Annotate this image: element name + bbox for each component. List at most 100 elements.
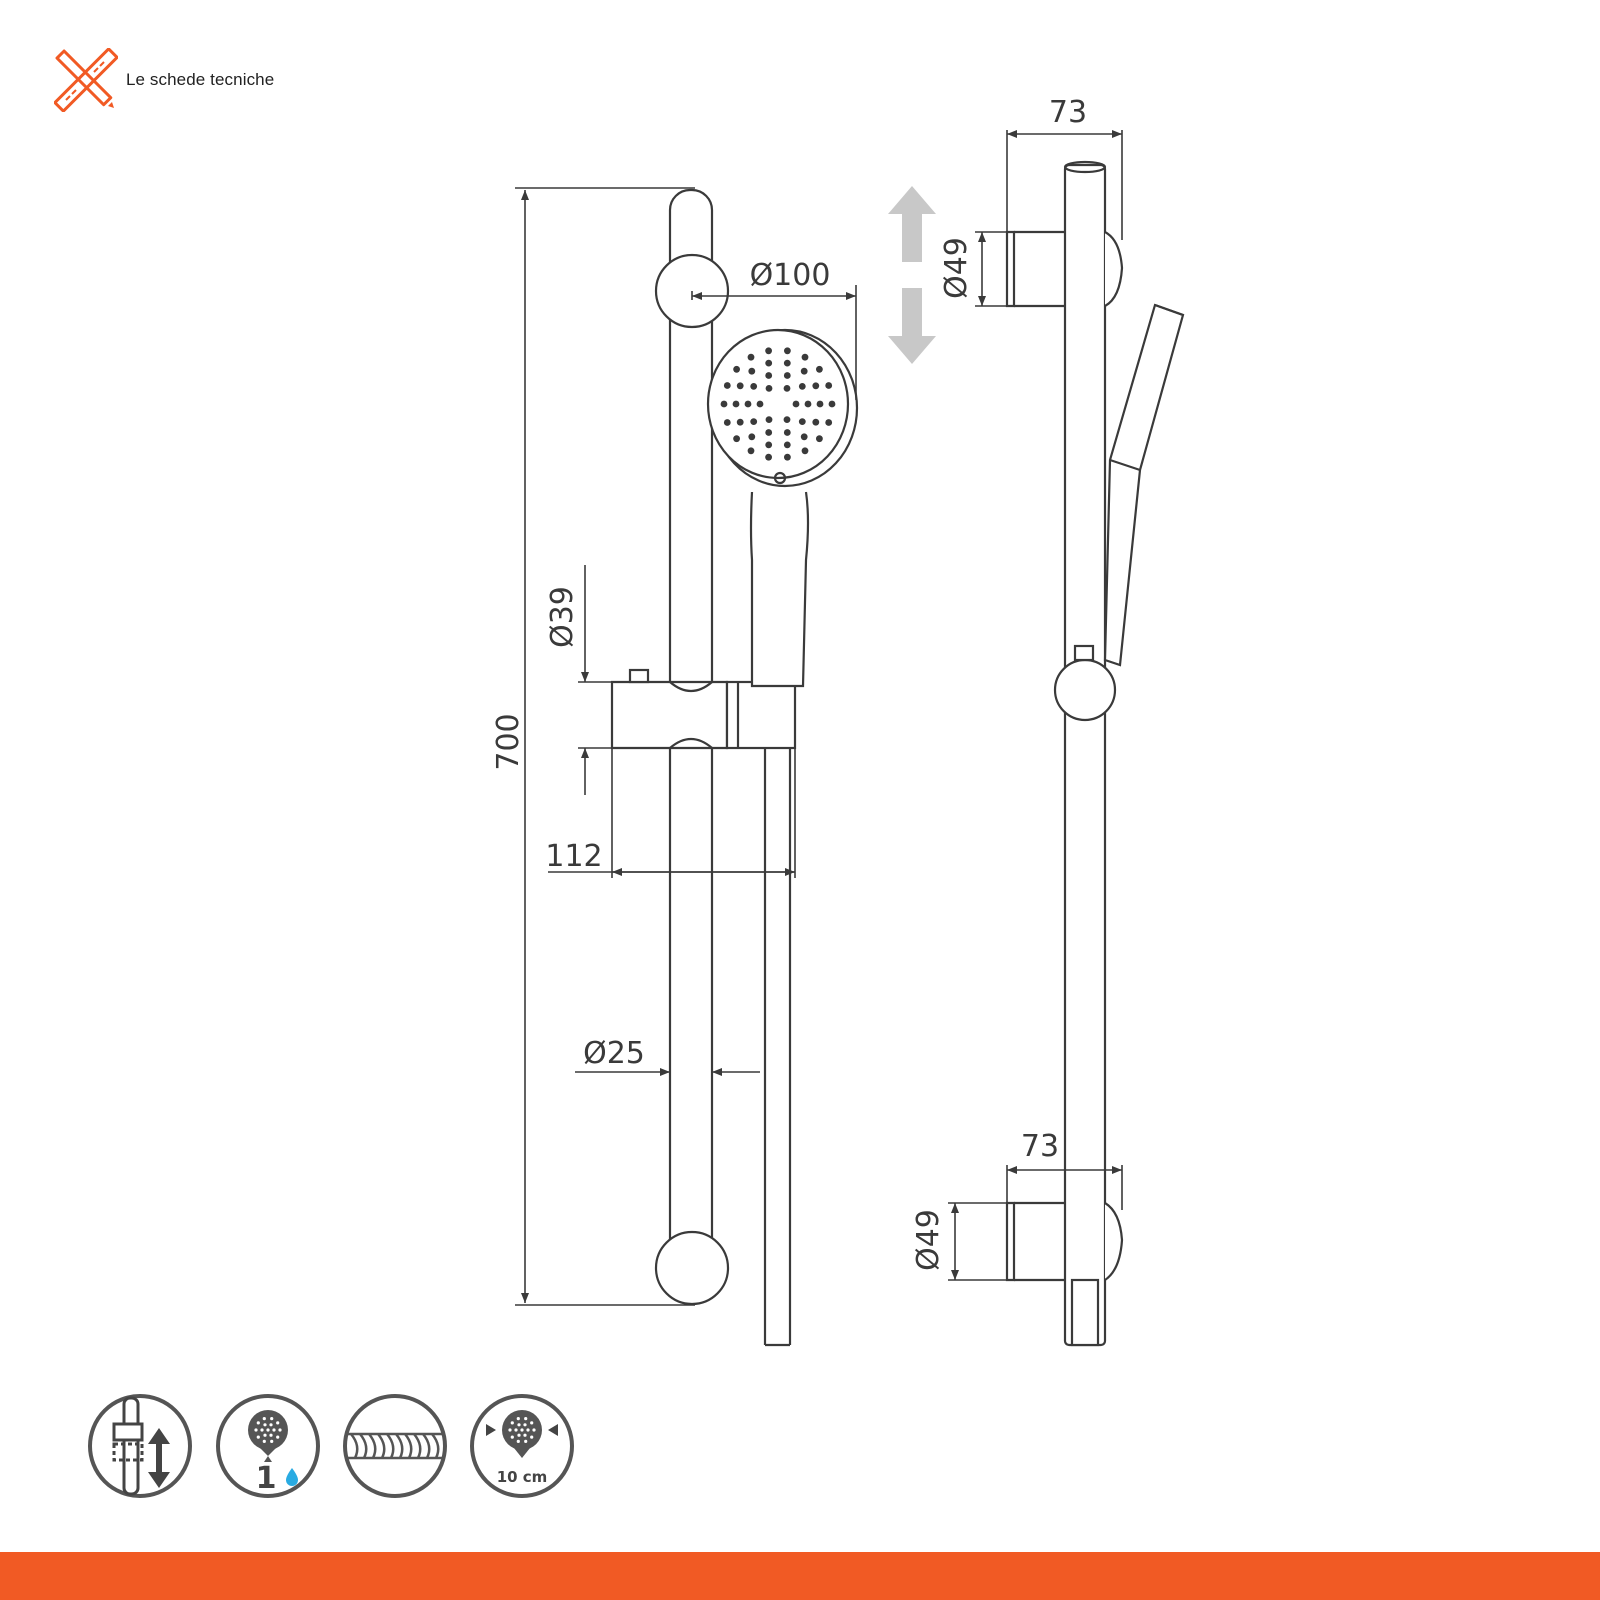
nozzle-dot: [736, 418, 744, 426]
dim-shower-head-diameter: Ø100: [750, 258, 831, 293]
nozzle-dot: [825, 419, 833, 426]
dim-top-bracket-diameter: Ø49: [939, 237, 974, 299]
nozzle-dot: [733, 435, 740, 443]
nozzle-dot: [732, 400, 740, 408]
nozzle-dot: [765, 372, 773, 379]
nozzle-dot: [783, 416, 791, 423]
nozzle-dot: [812, 382, 820, 390]
nozzle-dot: [765, 385, 773, 392]
hose-coil: [386, 1433, 395, 1459]
nozzle-dot: [784, 453, 791, 461]
icon-nozzle-dot: [530, 1435, 534, 1439]
hose-coil: [395, 1433, 404, 1459]
nozzle-dot: [765, 359, 773, 367]
nozzle-dot: [733, 365, 740, 373]
slider: [610, 680, 729, 750]
dim-bar-diameter: Ø25: [583, 1036, 645, 1071]
hose-coil: [404, 1433, 413, 1459]
icon-nozzle-dot: [270, 1439, 274, 1443]
icon-nozzle-dot: [510, 1421, 514, 1425]
icon-nozzle-dot: [530, 1421, 534, 1425]
icon-nozzle-dot: [523, 1423, 527, 1427]
hose-coil: [359, 1433, 368, 1459]
nozzle-dot: [736, 382, 744, 390]
nozzle-dot: [723, 419, 731, 426]
nozzle-dot: [792, 400, 800, 408]
nozzle-dot: [800, 433, 808, 441]
icon-nozzle-dot: [272, 1428, 276, 1432]
nozzle-dot: [800, 367, 808, 375]
icon-nozzle-dot: [263, 1423, 267, 1427]
icon-nozzle-dot: [262, 1417, 266, 1421]
icon-nozzle-dot: [508, 1428, 512, 1432]
adjustable-slider-icon: [88, 1394, 192, 1498]
single-spray-function-icon: 1: [216, 1394, 320, 1498]
icon-nozzle-dot: [269, 1423, 273, 1427]
hose-coil: [431, 1433, 440, 1459]
icon-nozzle-dot: [520, 1428, 524, 1432]
header: Le schede tecniche: [54, 48, 274, 112]
icon-nozzle-dot: [256, 1421, 260, 1425]
nozzle-dot: [765, 441, 773, 449]
nozzle-dot: [828, 400, 836, 408]
nozzle-dot: [783, 372, 791, 379]
nozzle-dot: [783, 359, 791, 367]
nozzle-dot: [747, 447, 755, 455]
side-top-bracket: [1005, 230, 1016, 308]
icon-nozzle-dot: [263, 1433, 267, 1437]
icon-nozzle-dot: [256, 1435, 260, 1439]
nozzle-dot: [747, 353, 755, 361]
dim-bottom-depth: 73: [1021, 1129, 1059, 1164]
icon-nozzle-dot: [526, 1428, 530, 1432]
hose-coil: [422, 1433, 431, 1459]
side-shower: [1103, 303, 1185, 667]
icon-nozzle-dot: [270, 1417, 274, 1421]
nozzle-dot: [750, 418, 758, 425]
hose-coil: [413, 1433, 422, 1459]
icon-nozzle-dot: [523, 1433, 527, 1437]
side-bar: [1063, 163, 1107, 1347]
nozzle-dot: [744, 400, 752, 408]
nozzle-dot: [748, 367, 756, 375]
nozzle-dot: [723, 382, 731, 389]
nozzle-dot: [784, 347, 791, 355]
icon-nozzle-dot: [517, 1423, 521, 1427]
hose-coil: [368, 1433, 377, 1459]
nozzle-dot: [783, 385, 791, 392]
shower-size-label: 10 cm: [497, 1468, 548, 1486]
shower-handle: [749, 491, 810, 688]
nozzle-dot: [750, 383, 758, 390]
nozzle-dot: [816, 435, 823, 443]
icon-nozzle-dot: [516, 1439, 520, 1443]
nozzle-dot: [816, 400, 824, 408]
nozzle-dot: [756, 400, 764, 408]
nozzle-dot: [812, 418, 820, 426]
icon-nozzle-dot: [532, 1428, 536, 1432]
icon-nozzle-dot: [517, 1433, 521, 1437]
hose-coil: [350, 1433, 359, 1459]
side-view: [1005, 160, 1185, 1347]
height-adjust-arrows: [888, 186, 936, 364]
icon-nozzle-dot: [514, 1428, 518, 1432]
nozzle-dot: [783, 429, 791, 436]
hose-coil: [377, 1433, 386, 1459]
nozzle-dot: [798, 418, 806, 425]
icon-nozzle-dot: [269, 1433, 273, 1437]
nozzle-dot: [798, 383, 806, 390]
icon-nozzle-dot: [510, 1435, 514, 1439]
spray-count: 1: [256, 1461, 277, 1496]
icon-nozzle-dot: [524, 1417, 528, 1421]
hand-shower-size-icon: 10 cm: [470, 1394, 574, 1498]
icon-nozzle-dot: [266, 1428, 270, 1432]
icon-nozzle-dot: [254, 1428, 258, 1432]
dim-slider-diameter: Ø39: [545, 586, 580, 648]
metal-hose-icon: [343, 1394, 447, 1498]
nozzle-dot: [801, 447, 809, 455]
nozzle-dot: [816, 365, 823, 373]
nozzle-dot: [720, 400, 728, 408]
nozzle-dot: [765, 416, 773, 423]
nozzle-dot: [783, 441, 791, 449]
icon-nozzle-dot: [278, 1428, 282, 1432]
nozzle-dot: [825, 382, 833, 389]
